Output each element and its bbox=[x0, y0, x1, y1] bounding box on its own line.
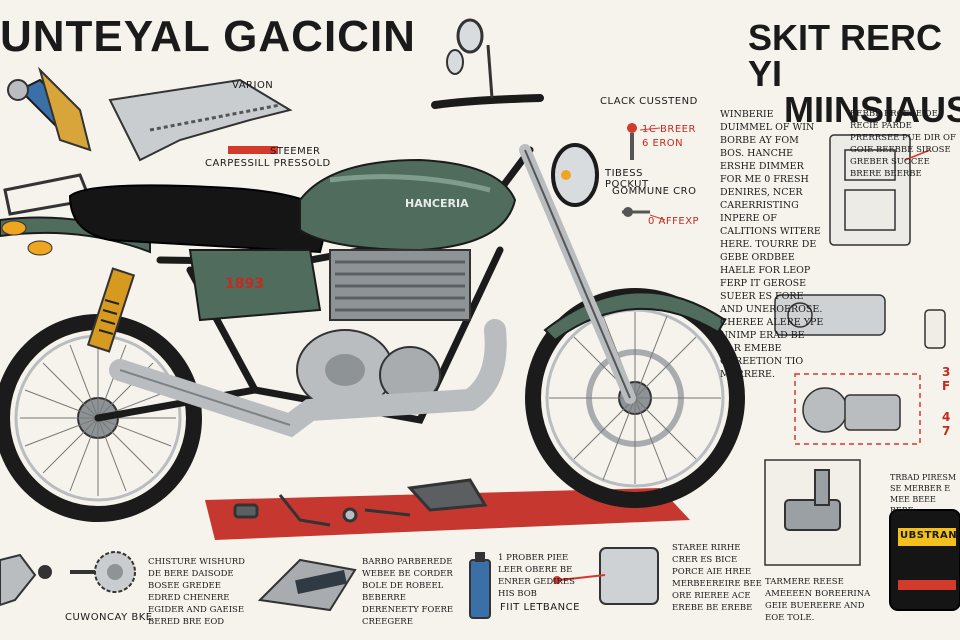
engine-part-icon bbox=[829, 134, 931, 246]
bolt-callout-1: 1c BREER bbox=[642, 124, 696, 135]
handlebar bbox=[431, 94, 544, 109]
side-number-2: 4 7 bbox=[942, 410, 951, 438]
side-number-1: 3 F bbox=[942, 365, 951, 393]
chain-label-1: STEEMER bbox=[270, 146, 321, 157]
wrench-label: VARION bbox=[232, 80, 274, 91]
title-right-line-1: SKIT RERC YI bbox=[748, 17, 943, 94]
exhaust-pipe bbox=[109, 319, 507, 438]
spark-plug-icon bbox=[0, 553, 52, 607]
bolt-callout-5: 0 AFFEXP bbox=[648, 216, 700, 227]
bolt-callout-2: 6 ERON bbox=[642, 138, 684, 149]
page-title-left: UNTEYAL GACICIN bbox=[0, 12, 416, 61]
sprocket-label: CUWONCAY BKE bbox=[65, 612, 153, 623]
rear-shock bbox=[86, 267, 136, 353]
side-cover-number: 1893 bbox=[225, 276, 264, 292]
top-right-label: CLACK CUSSTEND bbox=[600, 96, 698, 107]
bolt-icon bbox=[622, 123, 650, 217]
page-title-right: SKIT RERC YI MIINSIAUSI bbox=[748, 20, 960, 128]
chain-label-2: CARPESSILL PRESSOLD bbox=[205, 158, 331, 169]
front-wheel bbox=[525, 288, 745, 508]
bolt-callout-4: GOMMUNE CRO bbox=[612, 186, 697, 197]
cover-part bbox=[553, 547, 659, 605]
rear-turn-signal-2 bbox=[27, 240, 53, 256]
seat bbox=[68, 184, 332, 254]
bracket-icon bbox=[784, 469, 841, 531]
notes-right-paragraph: WINBERIE DUIMMEL OF WIN BORBE AY FOM BOS… bbox=[720, 109, 824, 380]
sprocket-icon bbox=[70, 551, 136, 593]
tank-logo: HANCERIA bbox=[405, 197, 469, 210]
carb-part bbox=[774, 294, 946, 349]
notes-bottom-left: CHISTURE WISHURD DE BERE DAISODE BOSEE G… bbox=[148, 557, 245, 627]
mirror-right bbox=[446, 49, 464, 75]
red-work-mat bbox=[205, 488, 690, 540]
engine bbox=[296, 249, 471, 411]
wrench-icon bbox=[7, 66, 92, 152]
headlight bbox=[551, 143, 599, 207]
oil-can-label: UBSTRAN bbox=[900, 530, 958, 541]
oil-can-icon bbox=[889, 509, 960, 611]
oil-bottle-label: FIIT LETBANCE bbox=[500, 602, 580, 613]
side-cover bbox=[188, 249, 322, 322]
notes-far-right: TRBAD PIRESM SE MERBER E MEE BEEE BEBE bbox=[890, 473, 957, 515]
dashed-part-box bbox=[794, 373, 921, 445]
notes-bottom-right-1: STAREE RIRHE CRER ES BICE PORCE AIE HREE… bbox=[672, 543, 762, 613]
rear-fender bbox=[0, 216, 151, 254]
bolt-callout-3: TIBESS POCKUT bbox=[605, 168, 649, 190]
notes-right-short: BERBE BRCERE OE RECIE PARDE PRERRSEE PUE… bbox=[850, 109, 956, 179]
battery-icon bbox=[257, 558, 357, 612]
oil-bottle-icon bbox=[469, 552, 491, 619]
title-right-line-2: MIINSIAUSI bbox=[784, 89, 960, 130]
notes-bottom-mid: BARBO PARBEREDE WEBEE BE CORDER BOLE DE … bbox=[362, 557, 454, 627]
mat-tools bbox=[233, 478, 488, 527]
notes-bottom-mid-2: 1 PROBER PIEE LEER OBERE BE ENRER GEDIRE… bbox=[498, 553, 575, 599]
rear-turn-signal-1 bbox=[1, 220, 27, 236]
chain-icon bbox=[108, 78, 293, 162]
mirror-left bbox=[456, 18, 484, 54]
gear-housing bbox=[802, 387, 901, 433]
notes-bottom-right-2: TARMERE REESE AMEEEEN BOREERINA GEIE BUE… bbox=[765, 577, 871, 623]
